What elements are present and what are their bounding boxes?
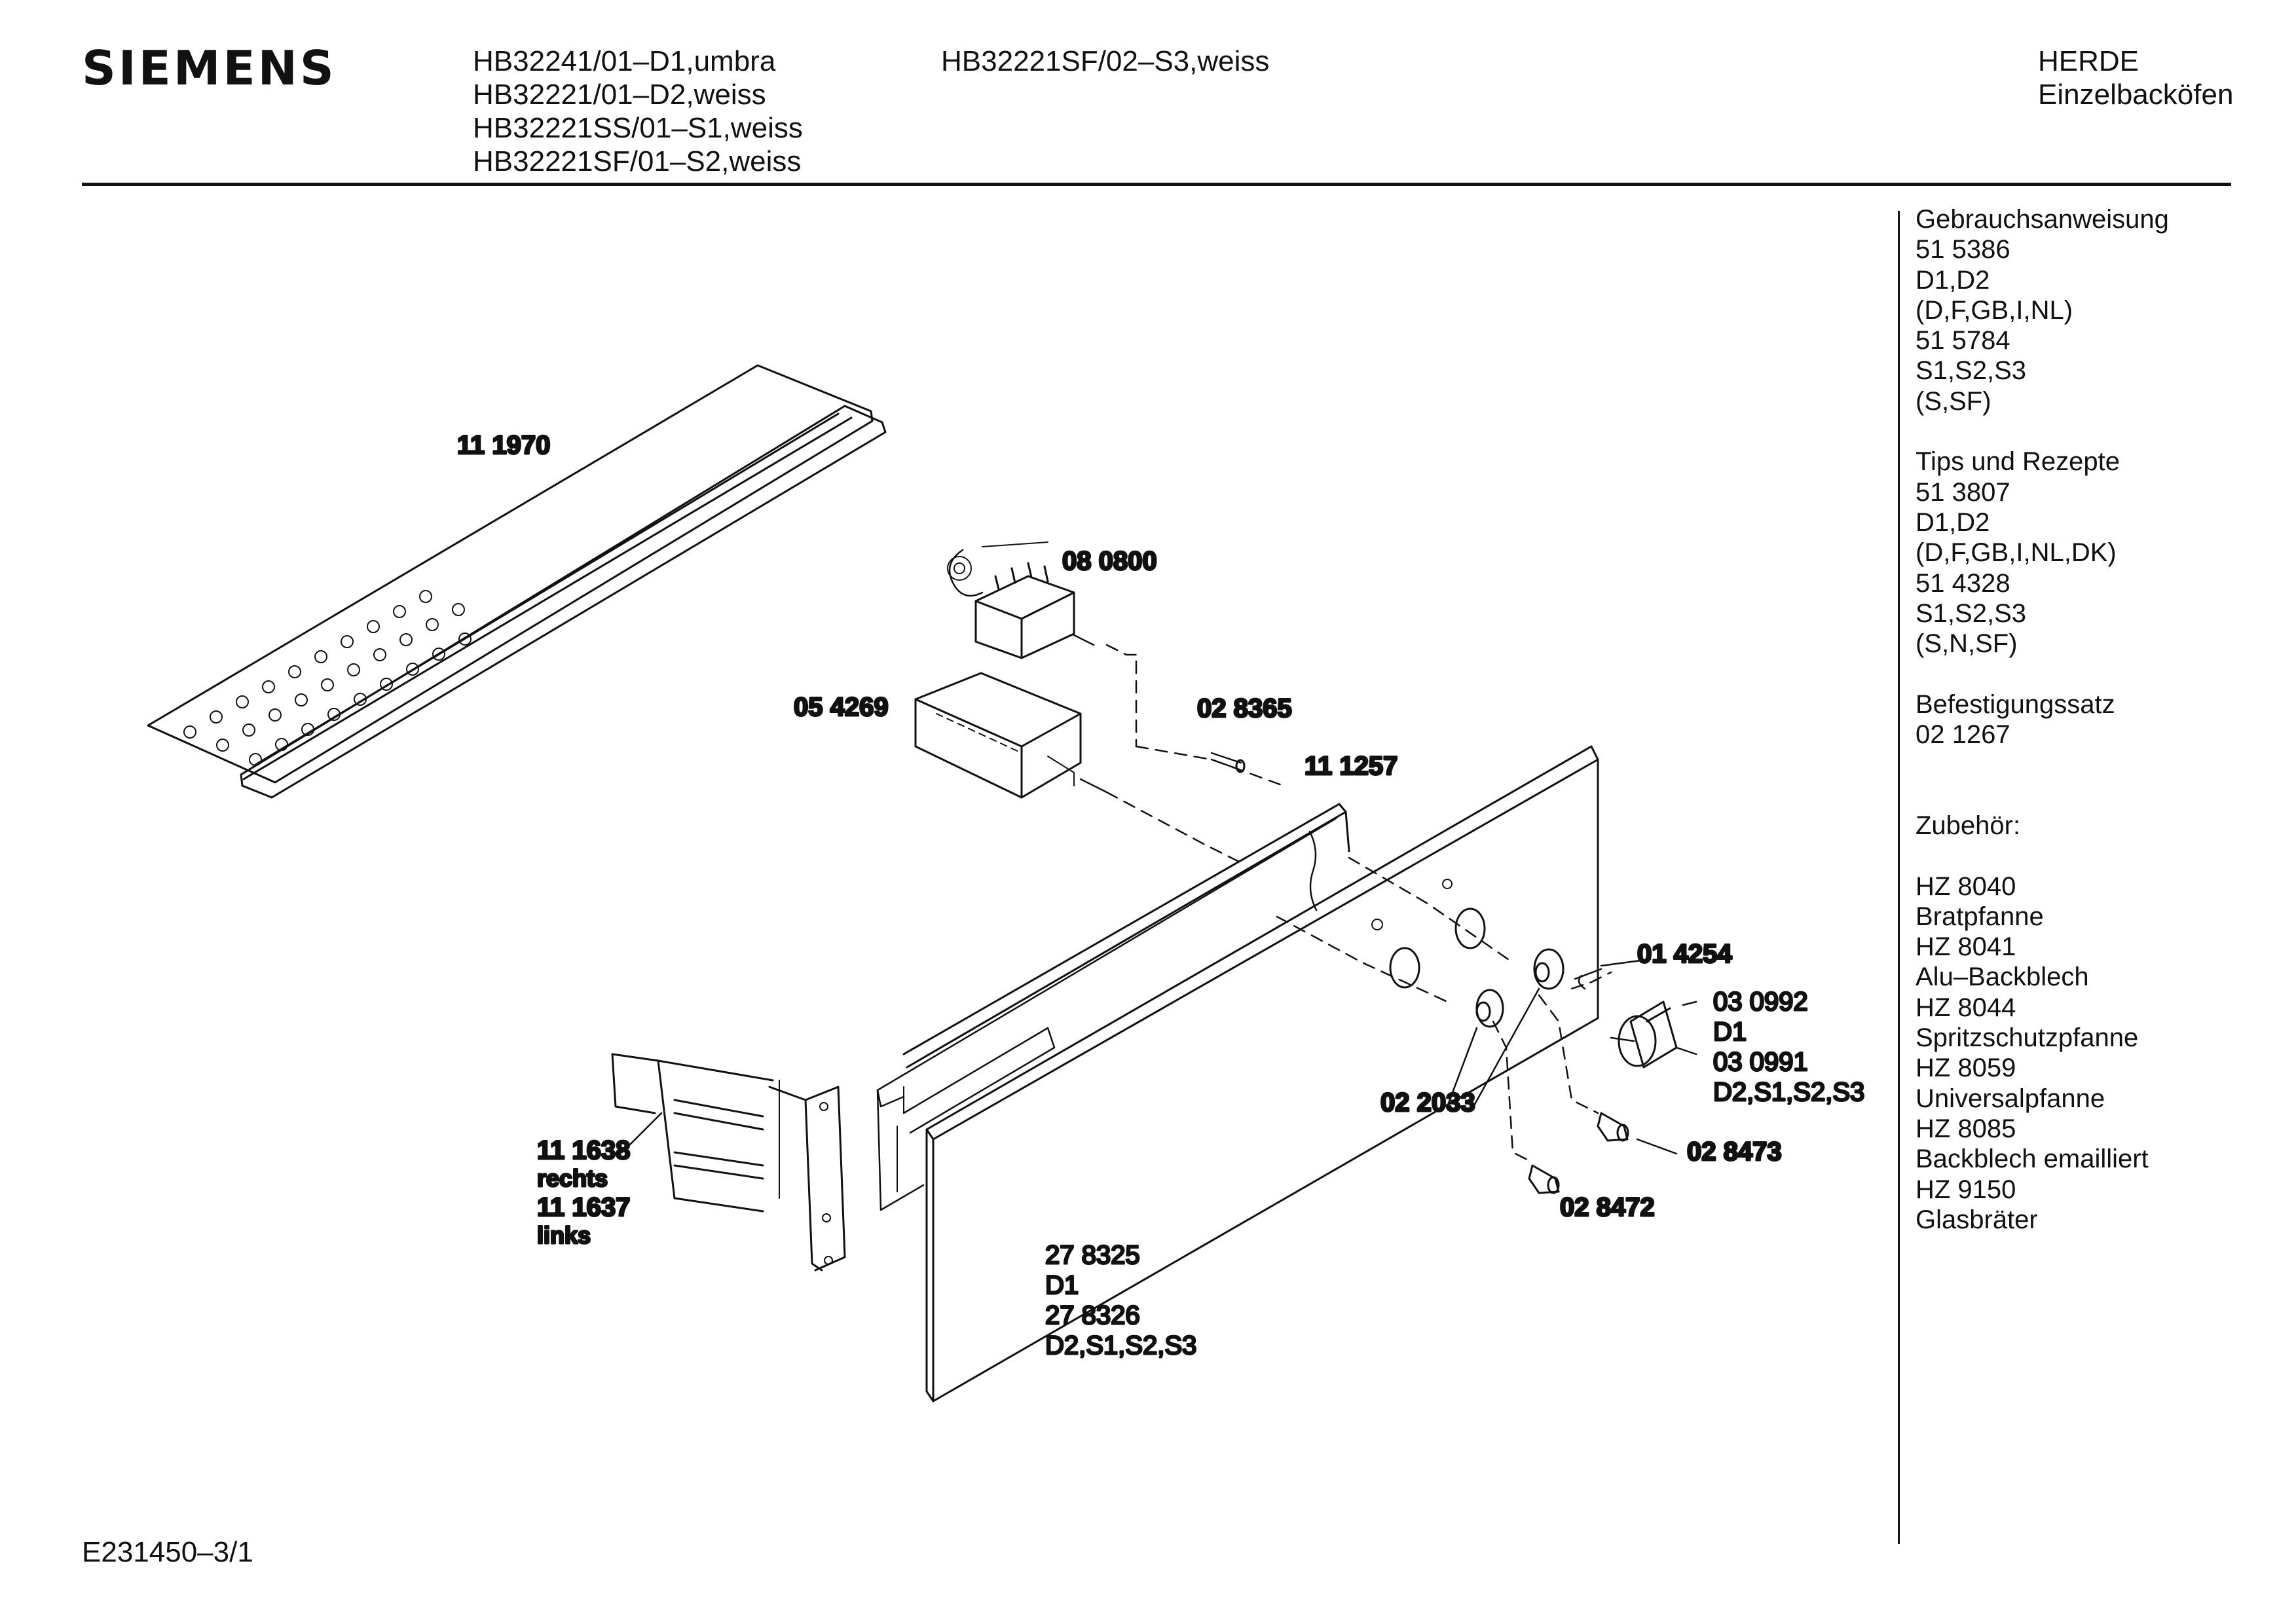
sidebar-spacer — [1916, 659, 2169, 689]
label-014254: 01 4254 — [1637, 940, 1732, 968]
sidebar-line: Zubehör: — [1916, 811, 2021, 840]
label-111970: 11 1970 — [457, 431, 550, 460]
brand-logo: SIEMENS — [82, 41, 337, 96]
document-id: E231450–3/1 — [82, 1536, 253, 1568]
sidebar-line: D1,D2 — [1916, 265, 1990, 295]
label-111638: 11 1638 — [537, 1136, 630, 1165]
sidebar-line: HZ 8044 — [1916, 993, 2016, 1022]
sidebar-line: (S,N,SF) — [1916, 629, 2018, 659]
header-rule — [82, 183, 2231, 186]
label-278326-variant: D2,S1,S2,S3 — [1045, 1331, 1196, 1360]
sidebar-line: Befestigungssatz — [1916, 689, 2115, 719]
label-278326: 27 8326 — [1045, 1301, 1140, 1330]
category-block: HERDE Einzelbacköfen — [2038, 45, 2233, 111]
sidebar: Gebrauchsanweisung 51 5386 D1,D2 (D,F,GB… — [1916, 204, 2169, 1235]
selector-switch-block — [914, 672, 1108, 799]
model-line: HB32221/01–D2,weiss — [473, 79, 766, 111]
sidebar-line: S1,S2,S3 — [1916, 598, 2027, 628]
label-022033: 02 2033 — [1380, 1088, 1475, 1117]
perforated-cover-strip — [147, 364, 887, 799]
sidebar-line: HZ 8040 — [1916, 871, 2016, 901]
sidebar-line: Gebrauchsanweisung — [1916, 205, 2169, 234]
sidebar-line: Tips und Rezepte — [1916, 447, 2120, 477]
sidebar-line: Alu–Backblech — [1916, 962, 2089, 992]
sidebar-line: Glasbräter — [1916, 1205, 2038, 1234]
leader-lines — [621, 968, 1635, 1154]
label-278325-variant: D1 — [1045, 1271, 1079, 1300]
sidebar-line: HZ 9150 — [1916, 1175, 2016, 1204]
category-subtitle: Einzelbacköfen — [2038, 79, 2234, 111]
category-title: HERDE — [2038, 45, 2139, 77]
sidebar-line: (D,F,GB,I,NL) — [1916, 295, 2073, 325]
model-line: HB32221SF/02–S3,weiss — [941, 45, 1270, 77]
sidebar-line: S1,S2,S3 — [1916, 356, 2027, 386]
sidebar-line: 51 4328 — [1916, 568, 2010, 598]
label-030992: 03 0992 — [1713, 987, 1808, 1016]
sidebar-line: 51 5386 — [1916, 235, 2010, 265]
label-028473: 02 8473 — [1687, 1137, 1782, 1166]
model-line: HB32221SS/01–S1,weiss — [473, 112, 803, 144]
label-054269: 05 4269 — [794, 693, 889, 722]
sidebar-line: Spritzschutzpfanne — [1916, 1023, 2139, 1053]
sidebar-rule — [1898, 211, 1900, 1544]
label-278325: 27 8325 — [1045, 1241, 1140, 1270]
perforation-holes — [183, 590, 472, 766]
front-panel — [876, 745, 1599, 1402]
label-030992-variant: D1 — [1713, 1017, 1747, 1046]
side-bracket — [611, 1053, 846, 1272]
sidebar-line: HZ 8085 — [1916, 1114, 2016, 1143]
label-111637: 11 1637 — [537, 1193, 630, 1222]
sidebar-line: D1,D2 — [1916, 507, 1990, 537]
sidebar-spacer — [1916, 416, 2169, 447]
label-080800: 08 0800 — [1062, 547, 1157, 576]
model-list-2: HB32221SF/02–S3,weiss — [941, 45, 1269, 78]
assembly-guides — [1105, 644, 1612, 1163]
sidebar-line: 02 1267 — [1916, 720, 2010, 750]
regulator-switch — [947, 541, 1095, 659]
label-111638-side: rechts — [537, 1165, 608, 1192]
label-028365: 02 8365 — [1197, 694, 1292, 723]
model-line: HB32221SF/01–S2,weiss — [473, 145, 802, 177]
sidebar-spacer — [1916, 750, 2169, 811]
sidebar-line: HZ 8041 — [1916, 932, 2016, 962]
sidebar-line: (D,F,GB,I,NL,DK) — [1916, 538, 2117, 568]
sidebar-line: Bratpfanne — [1916, 902, 2044, 931]
label-030991-variant: D2,S1,S2,S3 — [1713, 1078, 1864, 1107]
sidebar-line: 51 5784 — [1916, 326, 2010, 356]
sidebar-spacer — [1916, 841, 2169, 871]
label-111637-side: links — [537, 1222, 591, 1249]
sidebar-line: (S,SF) — [1916, 386, 1991, 416]
sidebar-line: Universalpfanne — [1916, 1084, 2105, 1113]
label-028472: 02 8472 — [1560, 1193, 1655, 1222]
model-line: HB32241/01–D1,umbra — [473, 45, 776, 77]
sidebar-line: HZ 8059 — [1916, 1053, 2016, 1083]
label-111257: 11 1257 — [1305, 752, 1398, 780]
sidebar-line: 51 3807 — [1916, 477, 2010, 507]
sidebar-line: Backblech emailliert — [1916, 1145, 2149, 1174]
knob-spindles — [1446, 948, 1565, 1108]
rear-panel — [902, 803, 1350, 1069]
model-list-1: HB32241/01–D1,umbra HB32221/01–D2,weiss … — [473, 45, 803, 178]
label-030991: 03 0991 — [1713, 1048, 1808, 1076]
control-knob — [1578, 958, 1697, 1069]
exploded-diagram: 11 1970 08 0800 05 4269 02 8365 11 1257 … — [147, 364, 1866, 1402]
indicator-lamps — [1528, 1112, 1678, 1194]
